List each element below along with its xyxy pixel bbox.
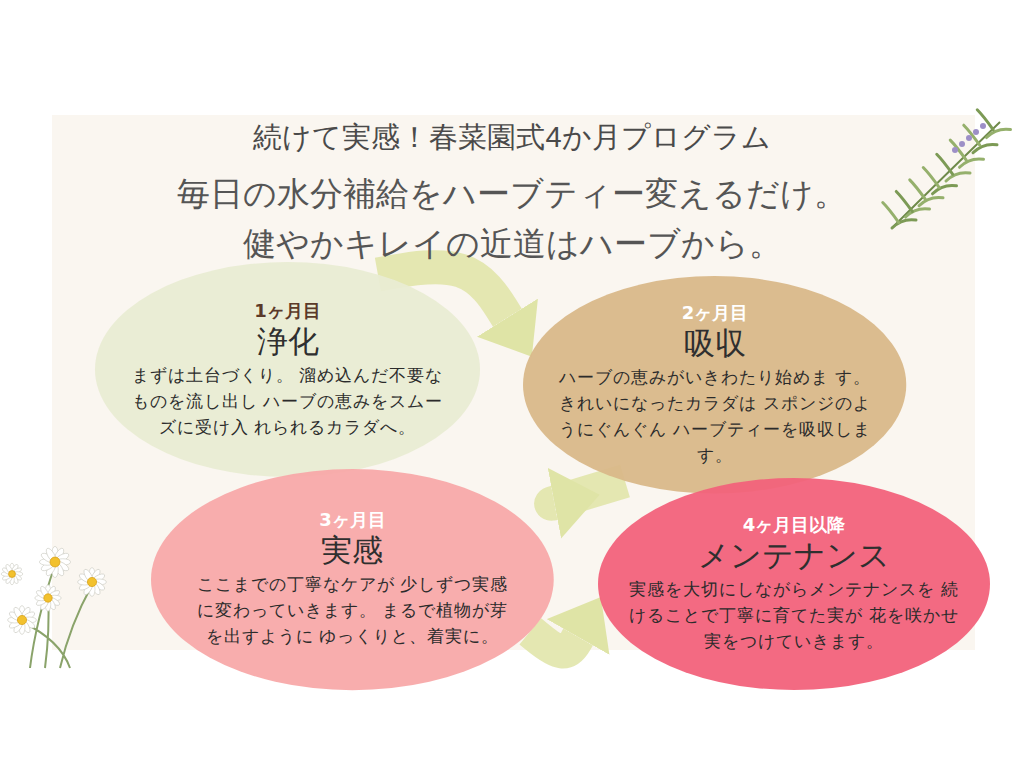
subtitle-line: 毎日の水分補給をハーブティー変えるだけ。 [0, 172, 1024, 216]
step-month: 2ヶ月目 [682, 301, 749, 325]
ellipse-content: 4ヶ月目以降メンテナンス実感を大切にしながらメンテナンスを 続けることで丁寧に育… [598, 478, 990, 690]
step-heading: 実感 [321, 532, 383, 570]
step-ellipse: 3ヶ月目実感ここまでの丁寧なケアが 少しずつ実感に変わっていきます。 まるで植物… [151, 469, 554, 690]
step-arrow [530, 631, 578, 651]
step-description: ハーブの恵みがいきわたり始めま す。きれいになったカラダは スポンジのようにぐん… [557, 365, 872, 469]
step-heading: メンテナンス [698, 537, 890, 575]
step-description: まずは土台づくり。 溜め込んだ不要なものを流し出し ハーブの恵みをスムーズに受け… [128, 363, 448, 441]
step-ellipse: 2ヶ月目吸収ハーブの恵みがいきわたり始めま す。きれいになったカラダは スポンジ… [523, 276, 906, 494]
step-ellipse: 1ヶ月目浄化まずは土台づくり。 溜め込んだ不要なものを流し出し ハーブの恵みをス… [95, 262, 480, 477]
ellipse-content: 1ヶ月目浄化まずは土台づくり。 溜め込んだ不要なものを流し出し ハーブの恵みをス… [95, 262, 480, 477]
step-heading: 吸収 [684, 325, 746, 363]
step-arrow [551, 481, 625, 504]
chamomile-illustration [1, 546, 106, 668]
step-description: 実感を大切にしながらメンテナンスを 続けることで丁寧に育てた実が 花を咲かせ 実… [624, 577, 964, 655]
rosemary-illustration [883, 110, 1011, 228]
diagram-title: 続けて実感！春菜園式4か月プログラム [0, 118, 1024, 156]
subtitle-line: 健やかキレイの近道はハーブから。 [0, 222, 1024, 266]
step-ellipse: 4ヶ月目以降メンテナンス実感を大切にしながらメンテナンスを 続けることで丁寧に育… [598, 478, 990, 690]
step-month: 4ヶ月目以降 [743, 513, 846, 537]
step-month: 1ヶ月目 [254, 299, 321, 323]
ellipse-content: 2ヶ月目吸収ハーブの恵みがいきわたり始めま す。きれいになったカラダは スポンジ… [523, 276, 906, 494]
step-heading: 浄化 [257, 323, 319, 361]
ellipse-content: 3ヶ月目実感ここまでの丁寧なケアが 少しずつ実感に変わっていきます。 まるで植物… [151, 469, 554, 690]
step-description: ここまでの丁寧なケアが 少しずつ実感に変わっていきます。 まるで植物が芽を出すよ… [192, 572, 512, 650]
step-month: 3ヶ月目 [319, 508, 386, 532]
